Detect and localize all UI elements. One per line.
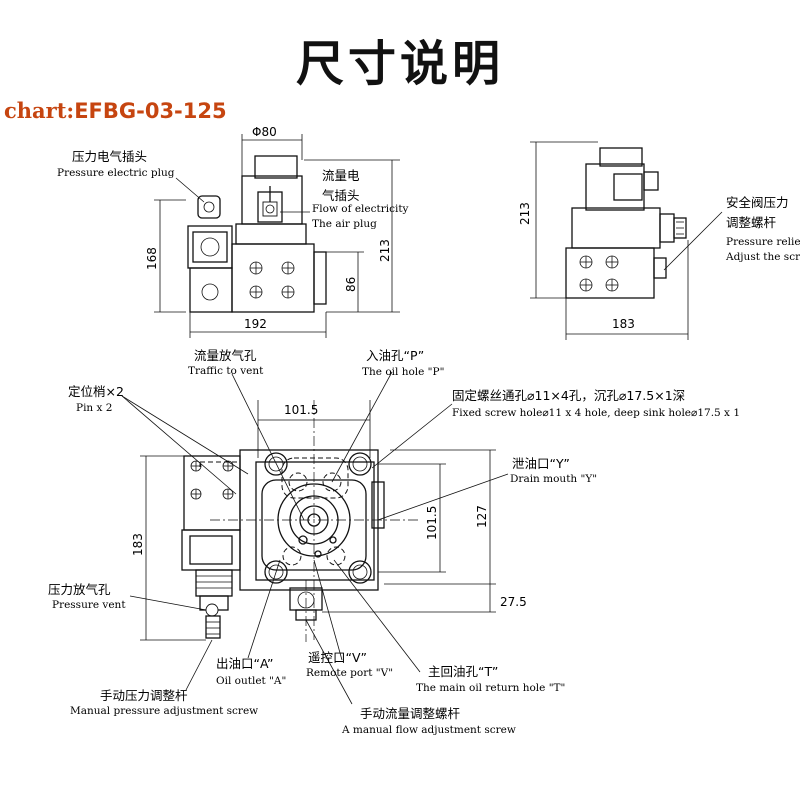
label-remote-port-en: Remote port "V" — [306, 667, 393, 679]
label-manual-flow-cn: 手动流量调整螺杆 — [360, 706, 461, 721]
label-flow-plug-en-1: Flow of electricity — [312, 203, 409, 215]
label-relief-cn-2: 调整螺杆 — [726, 215, 777, 230]
front-view: Φ80 168 2 — [145, 125, 400, 338]
label-return-hole-cn: 主回油孔“T” — [428, 664, 498, 679]
label-oil-outlet-en: Oil outlet "A" — [216, 675, 286, 687]
dim-192: 192 — [244, 317, 267, 331]
label-flow-plug-en-2: The air plug — [312, 218, 377, 230]
dim-86: 86 — [344, 277, 358, 292]
label-pressure-plug-en: Pressure electric plug — [57, 167, 175, 179]
model-label: chart:EFBG-03-125 — [4, 98, 227, 123]
label-flow-plug-cn-1: 流量电 — [322, 168, 360, 183]
label-manual-pressure-en: Manual pressure adjustment screw — [70, 705, 258, 717]
dim-183-side: 183 — [612, 317, 635, 331]
label-flow-plug-cn-2: 气插头 — [322, 188, 360, 203]
dim-213-side: 213 — [518, 202, 532, 225]
plan-view: 101.5 101.5 127 27.5 183 — [121, 371, 527, 705]
dim-phi80: Φ80 — [252, 125, 277, 139]
dim-127: 127 — [475, 505, 489, 528]
label-oil-outlet-cn: 出油口“A” — [216, 656, 273, 671]
dim-213-front: 213 — [378, 239, 392, 262]
label-pressure-vent-en: Pressure vent — [52, 599, 126, 611]
label-pin-cn: 定位梢×2 — [68, 384, 124, 399]
label-traffic-vent-cn: 流量放气孔 — [194, 348, 257, 363]
label-return-hole-en: The main oil return hole "T" — [416, 682, 565, 694]
dim-101-5-right: 101.5 — [425, 506, 439, 540]
label-pressure-vent-cn: 压力放气孔 — [48, 582, 111, 597]
model-prefix: chart: — [4, 98, 75, 123]
label-drain-cn: 泄油口“Y” — [512, 456, 570, 471]
page-title: 尺寸说明 — [295, 36, 504, 92]
label-pressure-plug-cn: 压力电气插头 — [72, 149, 147, 164]
label-oil-hole-p-cn: 入油孔“P” — [366, 348, 424, 363]
model-code: EFBG-03-125 — [74, 99, 227, 123]
label-manual-pressure-cn: 手动压力调整杆 — [100, 688, 188, 703]
label-drain-en: Drain mouth "Y" — [510, 473, 597, 485]
label-fixed-screw-en: Fixed screw hole⌀11 x 4 hole, deep sink … — [452, 407, 740, 419]
label-relief-cn-1: 安全阀压力 — [726, 195, 789, 210]
side-view: 213 183 — [518, 141, 723, 340]
label-relief-en-1: Pressure relief — [726, 236, 800, 248]
label-remote-port-cn: 遥控口“V” — [308, 650, 367, 665]
label-manual-flow-en: A manual flow adjustment screw — [341, 724, 516, 736]
dim-183-left: 183 — [131, 533, 145, 556]
dim-27-5: 27.5 — [500, 595, 527, 609]
label-traffic-vent-en: Traffic to vent — [188, 365, 264, 377]
dim-101-5-top: 101.5 — [284, 403, 318, 417]
label-relief-en-2: Adjust the screw — [725, 251, 800, 263]
label-pin-en: Pin x 2 — [76, 402, 112, 414]
label-fixed-screw-cn: 固定螺丝通孔⌀11×4孔，沉孔⌀17.5×1深 — [452, 388, 685, 403]
label-oil-hole-p-en: The oil hole "P" — [362, 366, 444, 378]
dim-168: 168 — [145, 247, 159, 270]
